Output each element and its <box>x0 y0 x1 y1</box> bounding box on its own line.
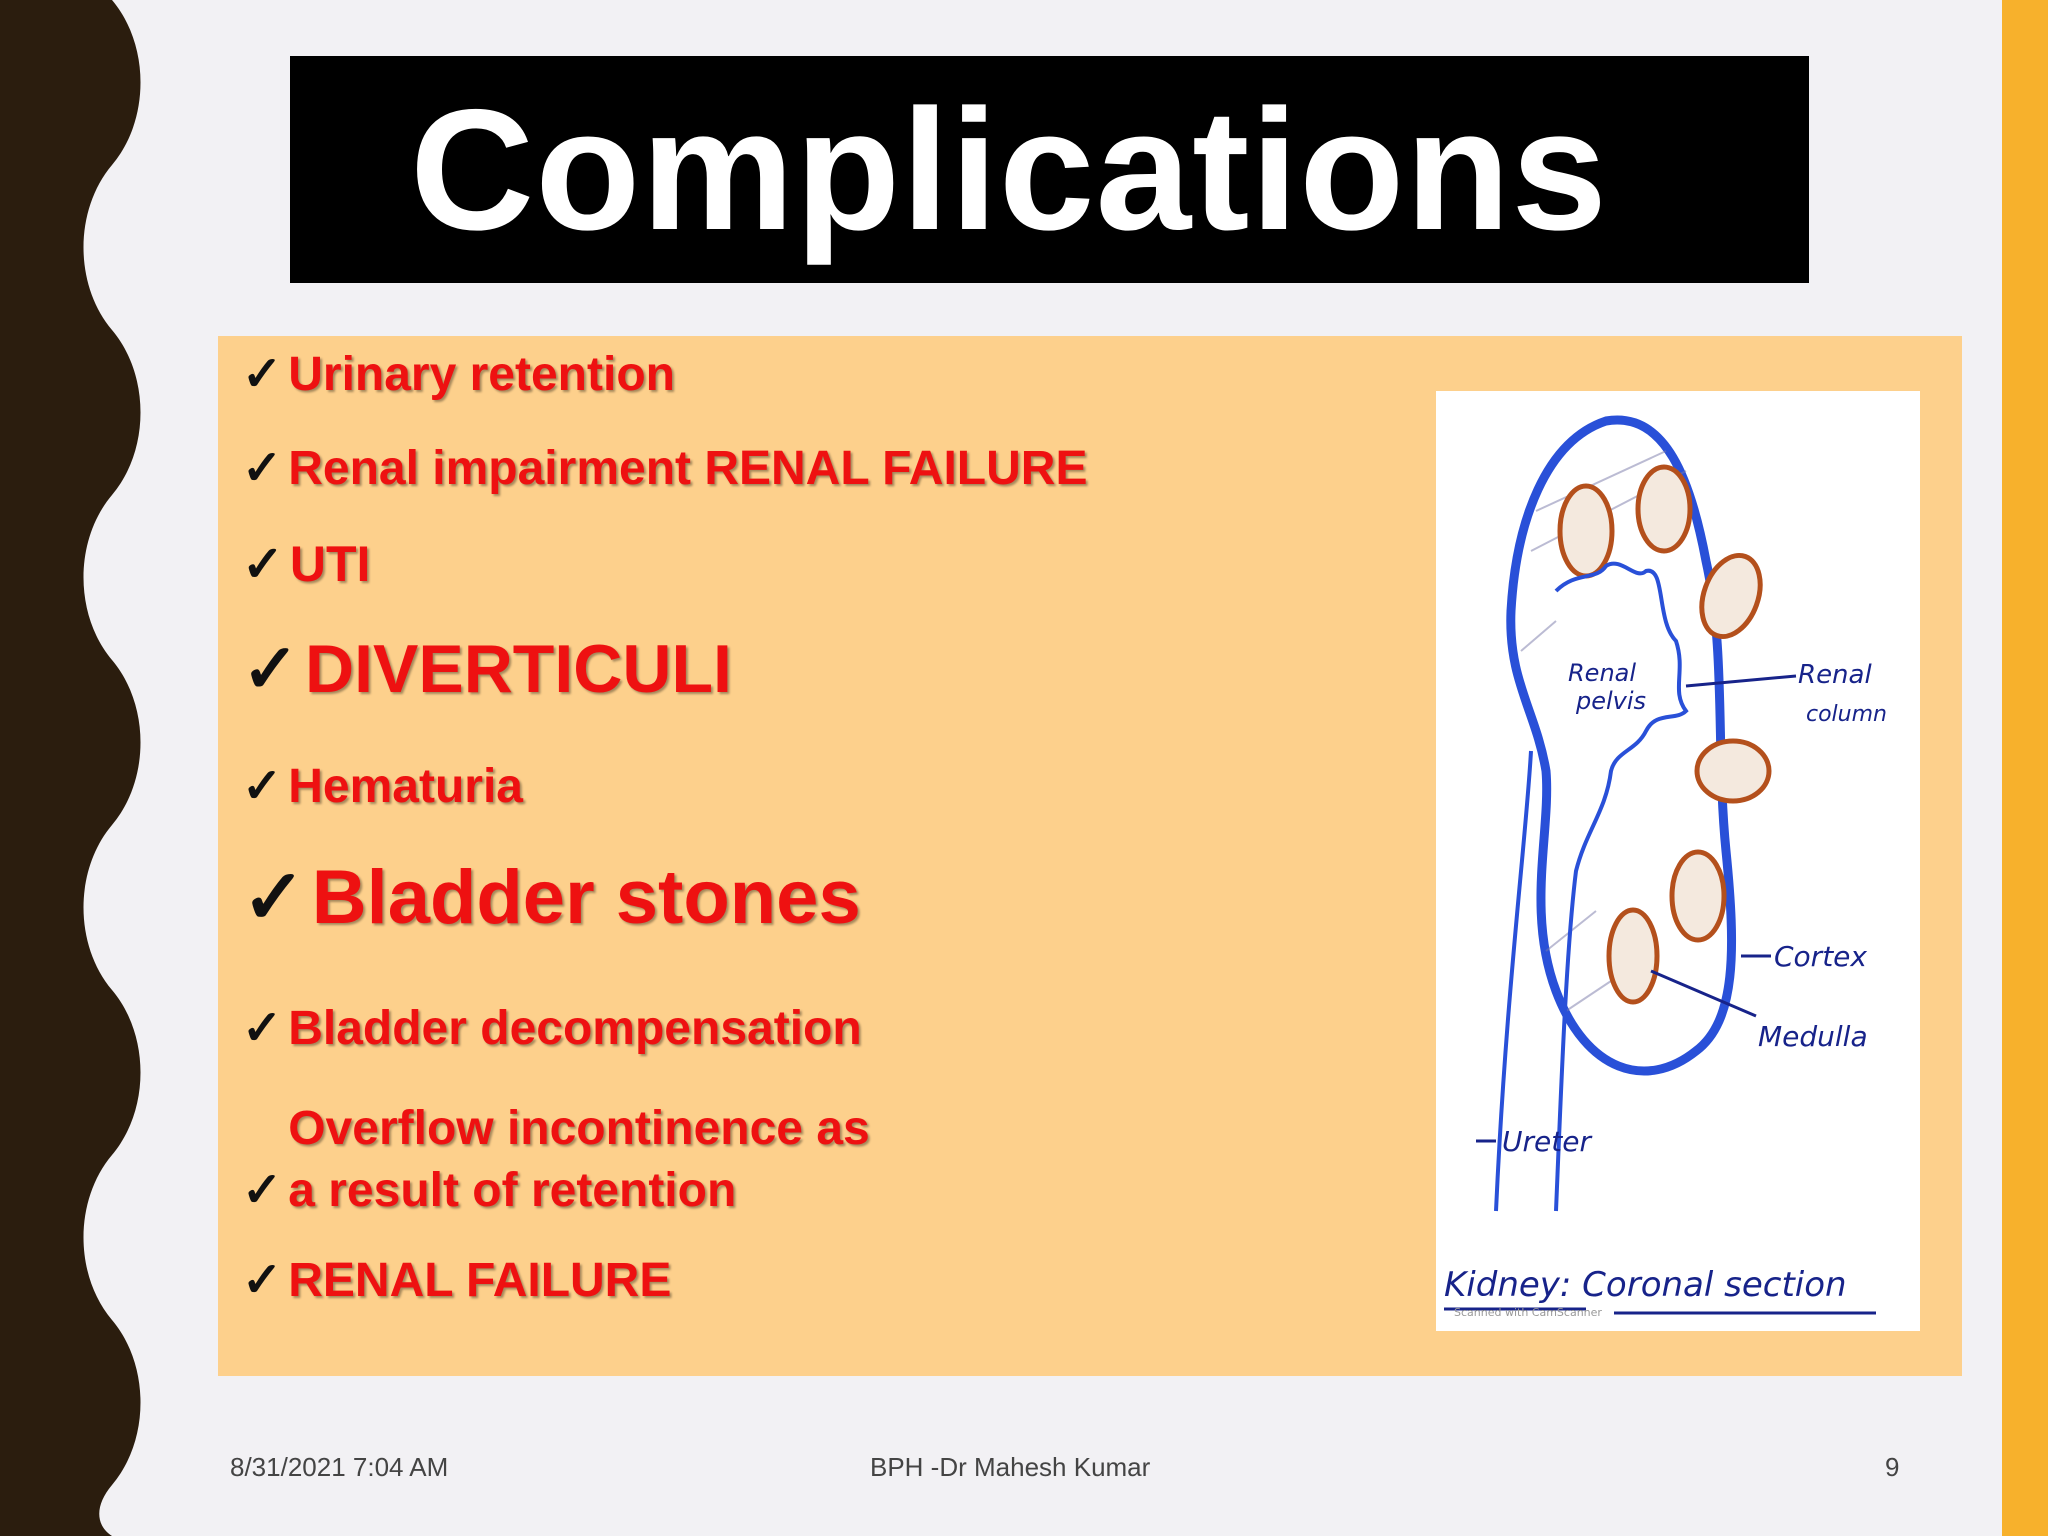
list-item-text: Bladder decompensation <box>288 1002 862 1055</box>
list-item-text: DIVERTICULI <box>304 631 732 707</box>
check-icon: ✓ <box>242 855 306 940</box>
label-cortex: Cortex <box>1774 940 1867 973</box>
list-item: ✓Bladder stones <box>242 852 861 941</box>
check-icon: ✓ <box>242 1164 283 1217</box>
page-title: Complications <box>410 74 1609 266</box>
check-icon: ✓ <box>242 442 283 495</box>
list-item: ✓UTI <box>242 535 370 593</box>
label-renal-pelvis-1: Renal <box>1568 659 1636 687</box>
check-icon: ✓ <box>242 536 284 592</box>
label-renal-pelvis-2: pelvis <box>1575 687 1646 715</box>
list-item-text: UTI <box>289 536 371 592</box>
label-medulla: Medulla <box>1758 1020 1868 1053</box>
list-item: ✓Hematuria <box>242 758 523 814</box>
list-item: ✓Renal impairment RENAL FAILURE <box>242 440 1087 496</box>
figure-caption: Kidney: Coronal section <box>1444 1265 1847 1305</box>
list-item-text: Renal impairment RENAL FAILURE <box>288 442 1088 495</box>
right-accent-bar <box>2002 0 2048 1536</box>
list-item: ✓DIVERTICULI <box>242 630 732 709</box>
list-item-text: Urinary retention <box>288 348 675 401</box>
label-ureter: Ureter <box>1502 1125 1592 1158</box>
kidney-diagram: Renal pelvis Renal column Cortex Medulla… <box>1436 391 1920 1331</box>
check-icon: ✓ <box>242 760 283 813</box>
check-icon: ✓ <box>242 1002 283 1055</box>
label-renal-column-2: column <box>1806 702 1887 727</box>
list-item-text: RENAL FAILURE <box>288 1254 672 1307</box>
check-icon: ✓ <box>242 348 283 401</box>
check-icon: ✓ <box>242 631 299 707</box>
check-icon: ✓ <box>242 1254 283 1307</box>
footer-date: 8/31/2021 7:04 AM <box>230 1452 449 1482</box>
list-item: ✓Bladder decompensation <box>242 1000 862 1056</box>
list-item-text: Bladder stones <box>311 855 861 940</box>
list-item: ✓RENAL FAILURE <box>242 1252 671 1308</box>
label-renal-column-1: Renal <box>1798 660 1872 690</box>
title-banner: Complications <box>290 56 1809 283</box>
footer-center: BPH -Dr Mahesh Kumar <box>870 1452 1151 1482</box>
left-wave-border <box>0 0 141 1536</box>
list-item-text: Hematuria <box>288 760 523 813</box>
list-item: ✓Urinary retention <box>242 346 675 402</box>
scanner-watermark: Scanned with CamScanner <box>1454 1306 1602 1319</box>
page-number: 9 <box>1885 1452 1900 1482</box>
